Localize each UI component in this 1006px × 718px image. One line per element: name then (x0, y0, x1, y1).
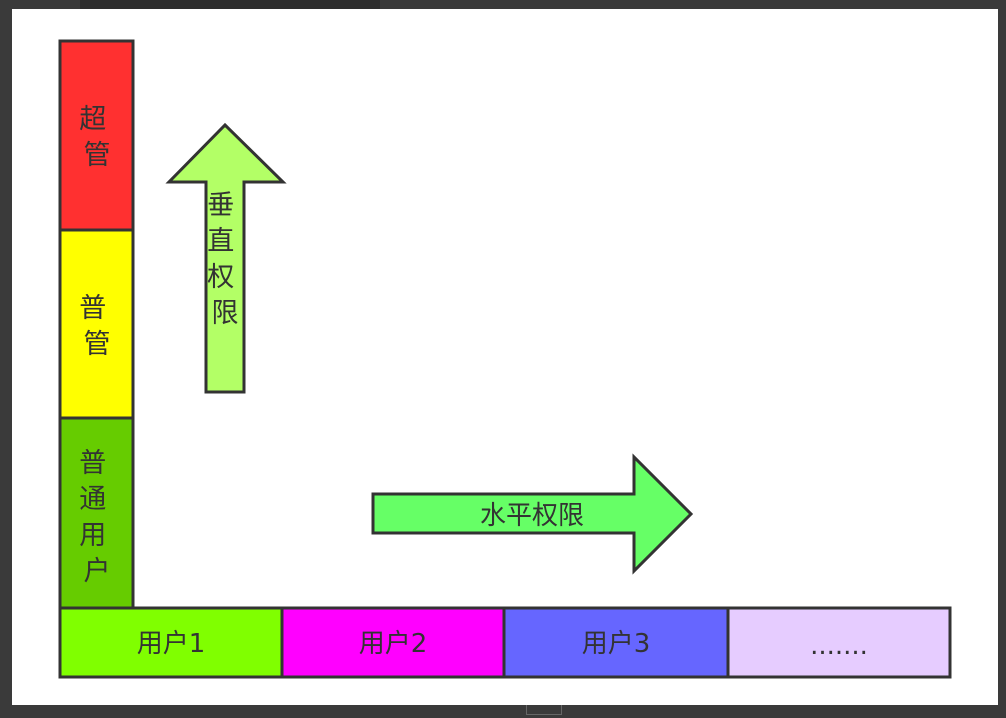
role-label-admin: 普 管 (79, 293, 115, 360)
vertical-privilege-arrow: 垂 直 权 限 (165, 122, 287, 394)
user-label-2: 用户2 (359, 629, 428, 659)
vertical-arrow-shape (165, 122, 287, 394)
diagram-canvas (12, 9, 998, 705)
user-label-3: 用户3 (582, 629, 651, 659)
resize-handle[interactable] (526, 705, 562, 715)
role-box-normal-user (58, 416, 135, 610)
role-box-admin (58, 228, 135, 420)
user-box-more (726, 606, 952, 679)
role-label-super-admin: 超 管 (79, 104, 115, 171)
horizontal-privilege-arrow: 水平权限 (371, 453, 694, 575)
background-strip (80, 0, 380, 9)
user-box-3 (502, 606, 730, 679)
vertical-arrow-label: 垂 直 权 限 (207, 190, 243, 329)
user-row: 用户1 用户2 用户3 ....... (58, 606, 952, 679)
horizontal-arrow-label: 水平权限 (480, 501, 584, 531)
role-stack: 超 管 普 管 普 通 用 户 (58, 39, 135, 610)
user-label-1: 用户1 (137, 629, 206, 659)
role-label-normal-user: 普 通 用 户 (79, 448, 115, 587)
role-box-super-admin (58, 39, 135, 232)
horizontal-arrow-shape (371, 453, 694, 575)
user-label-more: ....... (810, 631, 868, 661)
